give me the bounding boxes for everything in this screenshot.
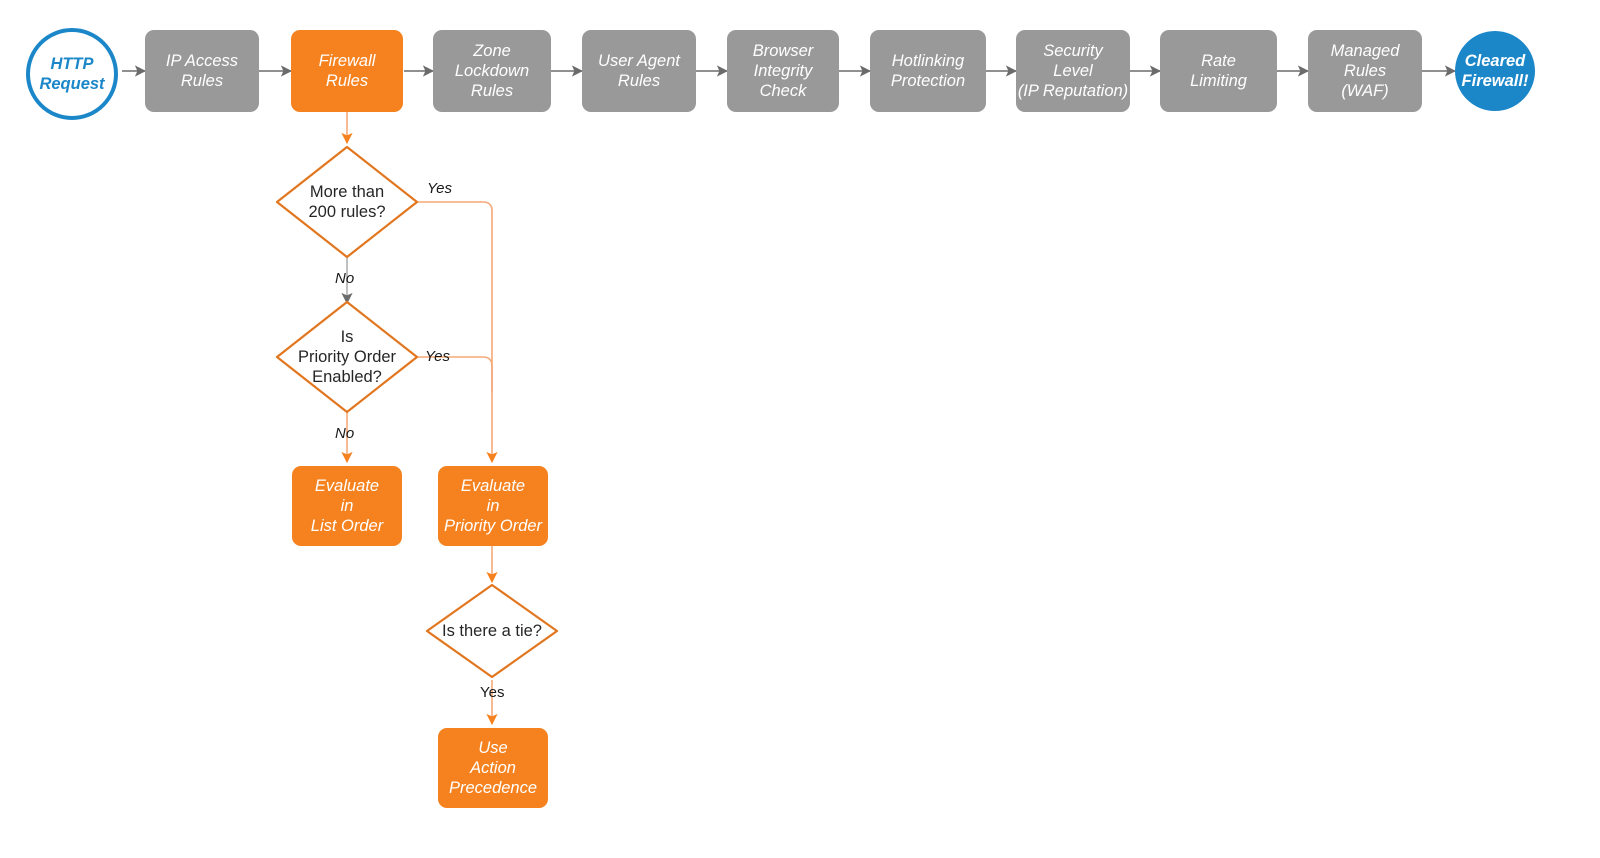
node-http-request[interactable]: HTTP Request [26, 28, 118, 120]
decision-is-there-a-tie[interactable]: Is there a tie? [425, 583, 559, 679]
node-evaluate-in-list-order-line3: List Order [310, 517, 384, 536]
node-hotlinking-protection[interactable]: Hotlinking Protection [870, 30, 986, 112]
edge-label-yes-rule-count: Yes [427, 180, 453, 197]
node-use-action-precedence[interactable]: Use Action Precedence [438, 728, 548, 808]
node-ip-access-rules[interactable]: IP Access Rules [145, 30, 259, 112]
edge-label-yes-tie: Yes [480, 684, 505, 701]
node-evaluate-in-priority-order-line1: Evaluate [460, 476, 526, 495]
node-security-level-line3: (IP Reputation) [1017, 82, 1129, 101]
decision-priority-order-enabled-line1: Is [340, 327, 354, 346]
decision-more-than-200-rules[interactable]: More than 200 rules? [275, 145, 419, 259]
node-browser-integrity-check[interactable]: Browser Integrity Check [727, 30, 839, 112]
node-use-action-precedence-line1: Use [478, 738, 508, 757]
node-cleared-firewall-line1: Cleared [1464, 51, 1526, 70]
decision-priority-order-enabled-line3: Enabled? [312, 368, 382, 387]
node-zone-lockdown-rules-line1: Zone [473, 41, 511, 60]
node-firewall-rules-line2: Rules [325, 72, 369, 90]
node-http-request-line2: Request [39, 75, 105, 93]
edge-label-no-priority: No [335, 425, 355, 442]
diamond-shape [275, 300, 419, 414]
edge-label-no-rule-count: No [335, 270, 355, 287]
node-security-level-line1: Security [1043, 41, 1103, 60]
node-zone-lockdown-rules[interactable]: Zone Lockdown Rules [433, 30, 551, 112]
node-ip-access-rules-line1: IP Access [165, 51, 239, 70]
node-managed-rules-waf-line3: (WAF) [1341, 82, 1389, 101]
node-evaluate-in-list-order[interactable]: Evaluate in List Order [292, 466, 402, 546]
node-user-agent-rules[interactable]: User Agent Rules [582, 30, 696, 112]
edge-label-yes-priority: Yes [425, 348, 451, 365]
node-hotlinking-protection-line2: Protection [890, 72, 966, 90]
node-browser-integrity-check-line3: Check [759, 82, 807, 101]
diamond-shape [275, 145, 419, 259]
node-managed-rules-waf[interactable]: Managed Rules (WAF) [1308, 30, 1422, 112]
node-browser-integrity-check-line2: Integrity [753, 61, 813, 80]
decision-more-than-200-rules-line2: 200 rules? [308, 203, 386, 221]
node-evaluate-in-list-order-line2: in [340, 496, 354, 515]
node-hotlinking-protection-line1: Hotlinking [891, 51, 965, 70]
diamond-shape [425, 583, 559, 679]
node-firewall-rules-line1: Firewall [318, 51, 376, 70]
node-cleared-firewall[interactable]: Cleared Firewall! [1455, 31, 1535, 111]
node-use-action-precedence-line2: Action [470, 758, 516, 777]
node-security-level-line2: Level [1053, 61, 1093, 80]
node-cleared-firewall-line2: Firewall! [1461, 72, 1529, 90]
node-evaluate-in-list-order-line1: Evaluate [314, 476, 380, 495]
node-security-level[interactable]: Security Level (IP Reputation) [1016, 30, 1130, 112]
node-browser-integrity-check-line1: Browser [752, 41, 814, 60]
node-user-agent-rules-line1: User Agent [598, 51, 680, 70]
node-evaluate-in-priority-order-line2: in [486, 496, 500, 515]
decision-more-than-200-rules-line1: More than [309, 182, 385, 201]
node-rate-limiting-line2: Limiting [1190, 72, 1247, 90]
node-zone-lockdown-rules-line3: Rules [470, 82, 514, 101]
node-rate-limiting-line1: Rate [1201, 51, 1236, 70]
node-http-request-line1: HTTP [50, 54, 94, 73]
node-use-action-precedence-line3: Precedence [448, 779, 538, 798]
node-ip-access-rules-line2: Rules [180, 72, 224, 90]
node-evaluate-in-priority-order-line3: Priority Order [443, 517, 543, 536]
node-user-agent-rules-line2: Rules [617, 72, 661, 90]
node-rate-limiting[interactable]: Rate Limiting [1160, 30, 1277, 112]
decision-priority-order-enabled-line2: Priority Order [297, 347, 397, 366]
node-zone-lockdown-rules-line2: Lockdown [454, 61, 530, 80]
node-managed-rules-waf-line2: Rules [1343, 61, 1387, 80]
decision-is-there-a-tie-line1: Is there a tie? [442, 621, 542, 640]
node-managed-rules-waf-line1: Managed [1330, 41, 1400, 60]
node-firewall-rules[interactable]: Firewall Rules [291, 30, 403, 112]
decision-priority-order-enabled[interactable]: Is Priority Order Enabled? [275, 300, 419, 414]
node-evaluate-in-priority-order[interactable]: Evaluate in Priority Order [438, 466, 548, 546]
